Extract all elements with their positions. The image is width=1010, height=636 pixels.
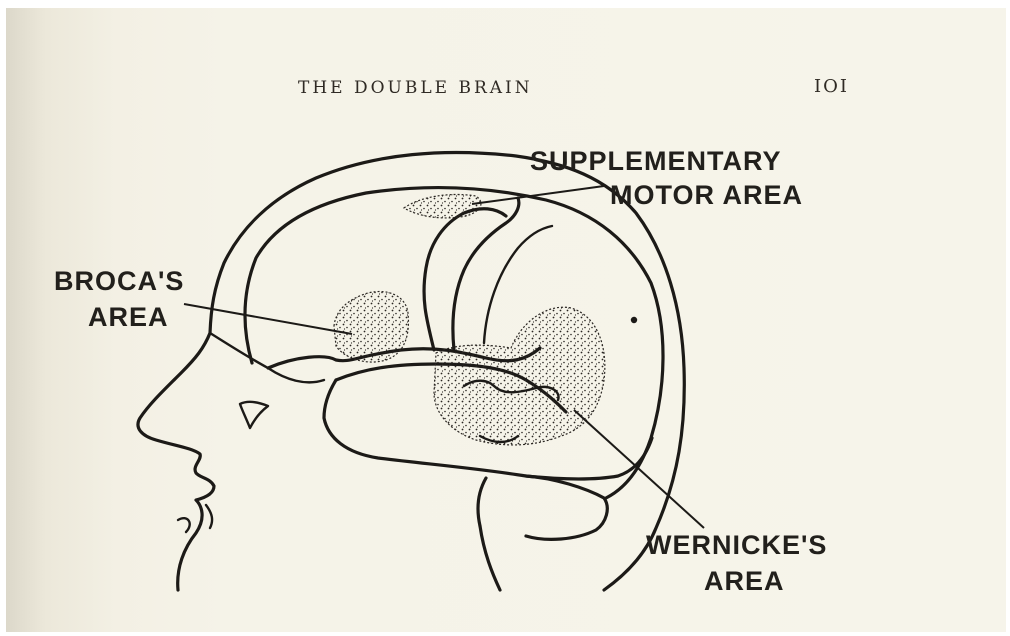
eye-icon [240, 402, 268, 428]
supplementary-label-line1: SUPPLEMENTARY [530, 146, 782, 176]
supplementary-label-line2: MOTOR AREA [610, 180, 803, 210]
brocas-area [334, 292, 408, 363]
book-page: THE DOUBLE BRAIN IOI [6, 8, 1006, 632]
wernickes-area [434, 307, 605, 445]
cerebellum-outline [478, 476, 607, 539]
ink-speck [631, 317, 637, 323]
central-sulcus-front [424, 209, 506, 350]
supplementary-leader-line [472, 186, 604, 204]
supplementary-motor-area [404, 195, 481, 218]
neck-line [480, 526, 500, 590]
brain-diagram: SUPPLEMENTARY MOTOR AREA BROCA'S AREA WE… [6, 8, 1006, 632]
broca-label-line2: AREA [88, 302, 169, 332]
wernicke-label-line2: AREA [704, 566, 785, 596]
wernicke-label-line1: WERNICKE'S [646, 530, 827, 560]
broca-label-line1: BROCA'S [54, 266, 184, 296]
nostril-mark [206, 505, 212, 528]
lip-mark [178, 518, 190, 532]
wernicke-leader-line [574, 410, 704, 528]
